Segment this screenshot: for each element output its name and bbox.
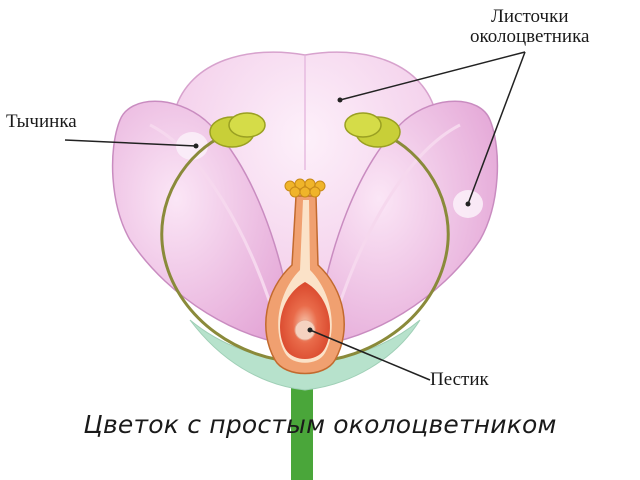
leader-dots [193, 97, 471, 333]
stigma [284, 178, 326, 198]
left-stamen-filament [160, 133, 301, 364]
ovule [294, 319, 316, 341]
left-petal-vein [149, 123, 282, 336]
leader-perianth-center [339, 51, 526, 101]
leader-stamen [64, 139, 197, 147]
left-anther [209, 112, 266, 148]
pistil [265, 178, 345, 375]
right-anther [344, 112, 401, 148]
leader-lines [64, 51, 526, 381]
leader-perianth-right [467, 51, 526, 205]
right-stamen-filament [309, 133, 450, 364]
perianth-label-line1: Листочки [490, 6, 569, 27]
right-petal-vein [328, 123, 461, 336]
stamen-label: Тычинка [6, 111, 77, 132]
diagram-caption: Цветок с простым околоцветником [83, 410, 557, 439]
leader-pistil [309, 329, 431, 381]
perianth-label-line2: околоцветника [470, 26, 590, 47]
pistil-label: Пестик [430, 369, 489, 390]
perianth-label: Листочки околоцветника [470, 7, 589, 47]
